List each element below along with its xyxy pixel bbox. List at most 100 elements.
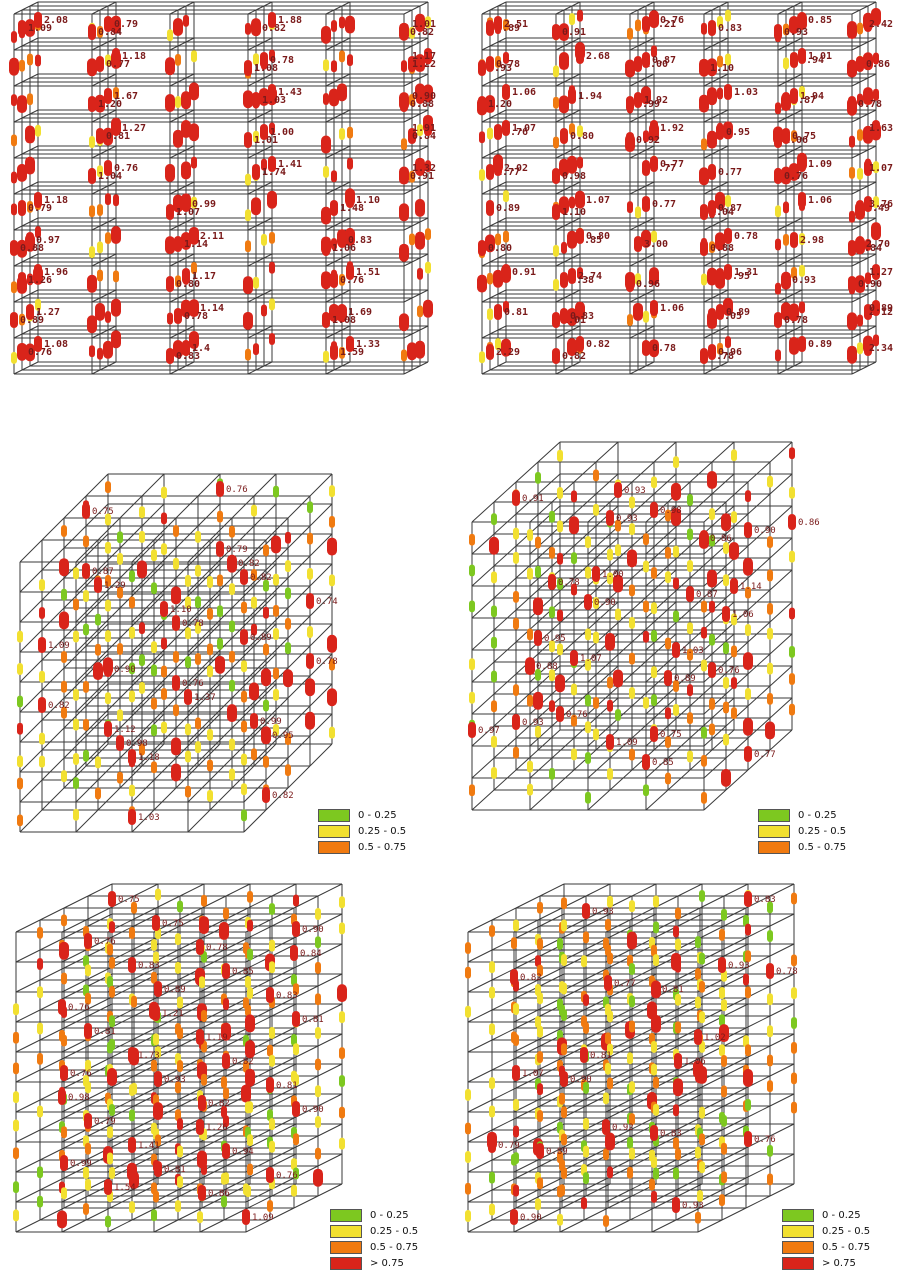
hinge-value-label: 0.77 — [652, 199, 676, 210]
plastic-hinge-marker — [745, 623, 751, 636]
frame-beam — [719, 73, 729, 79]
hinge-value-label: 1.07 — [176, 207, 200, 218]
hinge-value-label: 1.01 — [412, 19, 436, 30]
frame-beam — [667, 609, 691, 631]
frame-beam — [403, 369, 413, 375]
hinge-value-label: 1.63 — [869, 123, 893, 134]
plastic-hinge-marker — [626, 132, 634, 148]
plastic-hinge-marker — [783, 57, 789, 70]
hinge-value-label: 0.86 — [208, 1189, 230, 1199]
frame-beam — [637, 329, 647, 335]
plastic-hinge-marker — [799, 86, 805, 99]
frame-beam — [175, 615, 199, 639]
frame-beam — [169, 225, 179, 231]
plastic-hinge-marker — [269, 1054, 275, 1067]
plastic-hinge-marker — [269, 902, 275, 915]
plastic-hinge-marker — [709, 241, 715, 254]
plastic-hinge-marker — [84, 933, 92, 949]
frame-beam — [99, 41, 109, 47]
plastic-hinge-marker — [229, 679, 235, 692]
frame-beam — [39, 1057, 65, 1071]
frame-beam — [403, 261, 413, 267]
plastic-hinge-marker — [331, 60, 337, 73]
plastic-hinge-marker — [18, 344, 26, 360]
plastic-hinge-marker — [789, 607, 795, 620]
frame-beam — [107, 181, 117, 187]
frame-beam — [341, 1, 351, 7]
plastic-hinge-marker — [699, 94, 709, 113]
plastic-hinge-marker — [321, 271, 331, 290]
plastic-hinge-marker — [665, 509, 671, 522]
frame-beam — [481, 369, 491, 375]
plastic-hinge-marker — [775, 349, 781, 362]
frame-beam — [667, 737, 691, 759]
hinge-value-label: 0.80 — [488, 243, 512, 254]
frame-beam — [571, 289, 581, 295]
frame-beam — [243, 779, 267, 803]
plastic-hinge-marker — [871, 7, 881, 26]
frame-beam — [253, 593, 277, 617]
frame-beam — [785, 41, 795, 47]
plastic-hinge-marker — [642, 52, 650, 68]
hinge-value-label: 1.09 — [808, 159, 832, 170]
plastic-hinge-marker — [17, 163, 27, 182]
plastic-hinge-marker — [129, 596, 135, 609]
plastic-hinge-marker — [723, 701, 729, 714]
frame-beam — [263, 181, 273, 187]
frame-beam — [13, 369, 23, 375]
plastic-hinge-marker — [61, 972, 67, 985]
frame-beam — [175, 705, 199, 729]
plastic-hinge-marker — [687, 750, 693, 763]
plastic-hinge-marker — [139, 530, 145, 543]
frame-beam — [515, 461, 539, 483]
plastic-hinge-marker — [38, 697, 46, 713]
frame-beam — [21, 329, 31, 335]
frame-beam — [859, 185, 869, 191]
plastic-hinge-marker — [173, 194, 183, 213]
plastic-hinge-marker — [139, 506, 145, 519]
plastic-hinge-marker — [109, 1167, 115, 1180]
plastic-hinge-marker — [109, 985, 115, 998]
plastic-hinge-marker — [221, 1195, 227, 1208]
plastic-hinge-marker — [700, 348, 708, 364]
frame-beam — [703, 297, 713, 303]
frame-beam — [555, 45, 565, 51]
frame-beam — [187, 659, 211, 683]
plastic-hinge-marker — [560, 308, 568, 324]
hinge-value-label: 0.88 — [410, 99, 434, 110]
hinge-value-label: 0.93 — [784, 27, 808, 38]
legend-label: 0 - 0.25 — [358, 809, 397, 821]
frame-beam — [637, 113, 647, 119]
hinge-value-label: 0.83 — [138, 961, 160, 971]
plastic-hinge-marker — [330, 200, 338, 216]
hinge-value-label: 0.82 — [48, 701, 70, 711]
frame-beam — [645, 145, 655, 151]
hinge-value-label: 0.79 — [226, 545, 248, 555]
frame-beam — [571, 37, 581, 43]
hinge-value-label: 1.27 — [869, 267, 893, 278]
hinge-value-label: 0.77 — [106, 59, 130, 70]
frame-beam — [29, 217, 39, 223]
plastic-hinge-marker — [263, 606, 269, 619]
frame-beam — [91, 81, 101, 87]
plastic-hinge-marker — [782, 128, 790, 144]
plastic-hinge-marker — [27, 53, 33, 66]
frame-beam — [609, 769, 633, 791]
plastic-hinge-marker — [195, 621, 201, 634]
plastic-hinge-marker — [503, 18, 509, 31]
frame-beam — [19, 539, 43, 563]
frame-beam — [411, 113, 421, 119]
frame-beam — [13, 225, 23, 231]
frame-beam — [97, 577, 121, 601]
frame-beam — [91, 225, 101, 231]
plastic-hinge-marker — [864, 340, 872, 356]
plastic-hinge-marker — [593, 631, 599, 644]
plastic-hinge-marker — [707, 58, 717, 77]
plastic-hinge-marker — [161, 543, 167, 556]
frame-beam — [169, 369, 179, 375]
frame-beam — [177, 1207, 203, 1221]
plastic-hinge-marker — [569, 13, 575, 26]
frame-beam — [29, 145, 39, 151]
plastic-hinge-marker — [245, 22, 251, 35]
plastic-hinge-marker — [129, 570, 135, 583]
